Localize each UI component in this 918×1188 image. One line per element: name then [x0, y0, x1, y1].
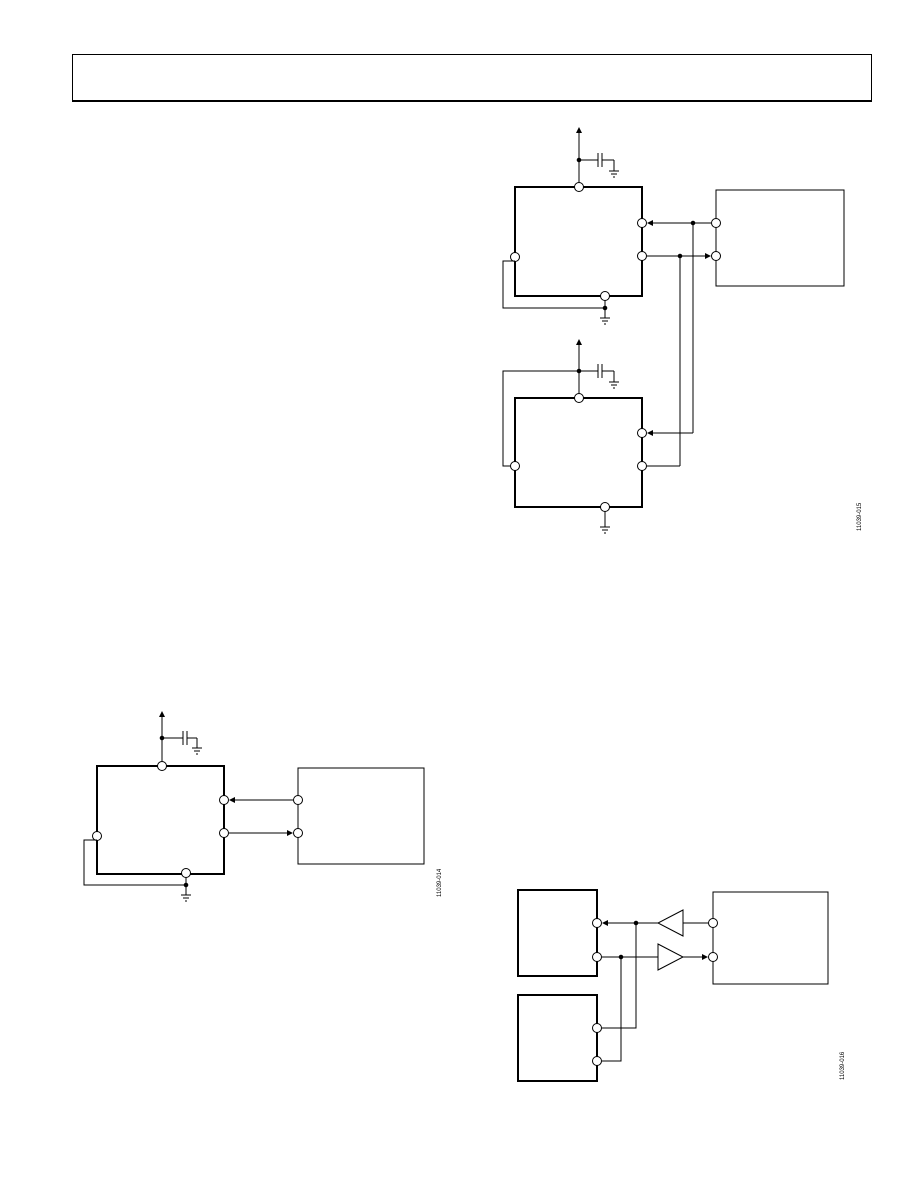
pin-addr: [92, 831, 102, 841]
pin-vdd: [157, 761, 167, 771]
figure-buffered-bus: [517, 889, 829, 1082]
device-box-top: [514, 186, 643, 297]
buffer-left-icon: [656, 909, 684, 937]
device-box: [96, 765, 225, 875]
host-box: [297, 767, 425, 865]
figure-code-label: 11039-015: [857, 502, 863, 531]
host-box: [715, 189, 845, 287]
pin-gnd: [181, 868, 191, 878]
device-box-bottom: [514, 397, 643, 508]
page-header-rule: [72, 54, 872, 102]
figure-two-devices: [502, 127, 845, 534]
host-pin-1: [293, 795, 303, 805]
buffer-right-icon: [657, 943, 685, 971]
figure-code-label: 11039-014: [437, 868, 443, 897]
pin-out: [219, 795, 229, 805]
device-box-bottom: [517, 994, 598, 1082]
host-pin-2: [293, 828, 303, 838]
host-box: [712, 891, 829, 985]
device-box-top: [517, 889, 598, 977]
figure-code-label: 11039-016: [840, 1051, 846, 1080]
figure-single-device: [83, 711, 425, 902]
pin-in: [219, 828, 229, 838]
